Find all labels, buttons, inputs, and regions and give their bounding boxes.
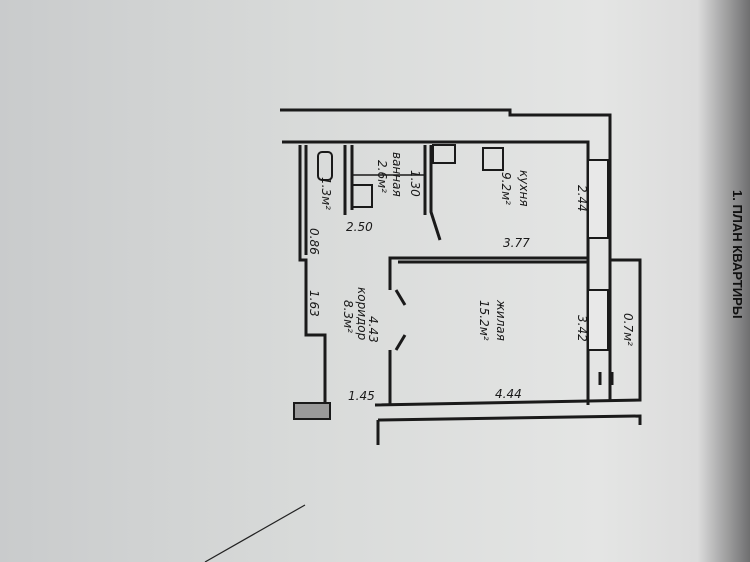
dim-kitchen-length: 3.77 bbox=[503, 236, 530, 250]
kitchen-window bbox=[587, 159, 609, 239]
living-window bbox=[587, 289, 609, 351]
dim-living-length: 4.44 bbox=[495, 387, 522, 401]
dim-living-width: 3.42 bbox=[575, 315, 589, 342]
room-bath-area: 2.6м² bbox=[375, 160, 389, 193]
washbasin-icon bbox=[351, 184, 373, 208]
room-living-name: жилая bbox=[494, 299, 508, 341]
dim-entrance: 1.45 bbox=[348, 389, 375, 403]
fixtures bbox=[317, 144, 504, 208]
room-wc-area: 1.3м² bbox=[319, 177, 333, 210]
room-kitchen-area: 9.2м² bbox=[499, 172, 513, 205]
stove-icon bbox=[482, 147, 504, 171]
room-bath-name: ванная bbox=[390, 152, 404, 197]
sink-icon bbox=[432, 144, 456, 164]
dim-bath-length: 2.50 bbox=[346, 220, 373, 234]
room-living-area: 15.2м² bbox=[477, 300, 491, 341]
pen-mark bbox=[204, 504, 306, 562]
dim-kitchen-width: 2.44 bbox=[575, 185, 589, 212]
toilet-icon bbox=[317, 151, 333, 181]
room-corridor-area: 8.3м² bbox=[341, 300, 355, 333]
dim-corridor-width: 1.63 bbox=[307, 290, 321, 317]
walls bbox=[280, 108, 642, 445]
page-title: 1. ПЛАН КВАРТИРЫ bbox=[730, 190, 745, 319]
room-corridor-name: коридор bbox=[355, 287, 369, 341]
room-kitchen-name: кухня bbox=[517, 170, 531, 207]
dim-wc-width: 0.86 bbox=[307, 228, 321, 255]
dim-bath-width: 1.30 bbox=[408, 170, 422, 197]
room-balcony-area: 0.7м² bbox=[621, 313, 635, 346]
dim-corridor-length: 4.43 bbox=[366, 316, 380, 343]
